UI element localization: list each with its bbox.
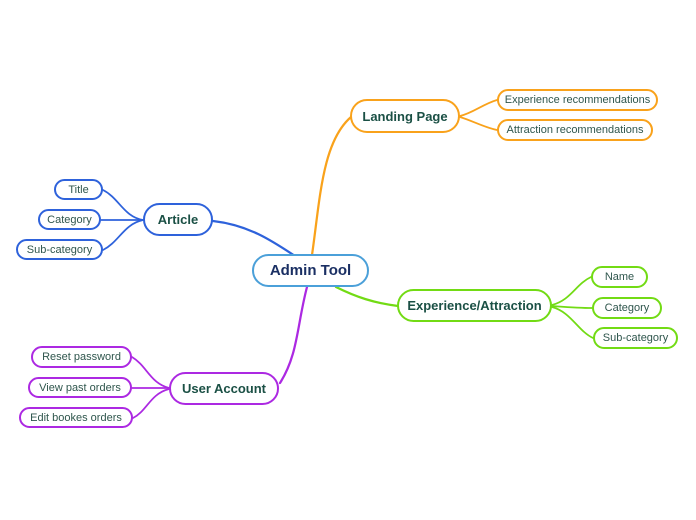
- node-expattr-category[interactable]: Category: [592, 297, 662, 319]
- connector-user-edit-bookes-orders: [132, 388, 170, 419]
- connector-expattr-name: [551, 276, 592, 306]
- connector-user-reset-password: [131, 356, 170, 389]
- node-attraction-recommendations-label: Attraction recommendations: [506, 124, 644, 136]
- node-user-view-past-orders[interactable]: View past orders: [28, 377, 132, 398]
- connector-expattr-sub-category: [551, 306, 594, 339]
- node-landing-page-label: Landing Page: [362, 108, 448, 124]
- node-article-category-label: Category: [47, 213, 92, 226]
- node-admin-tool[interactable]: Admin Tool: [252, 254, 369, 287]
- connector-landing-attraction-recommendations: [459, 116, 498, 131]
- connector-root-article: [211, 219, 297, 258]
- node-user-reset-password[interactable]: Reset password: [31, 346, 132, 368]
- node-article-label: Article: [157, 212, 199, 227]
- node-user-view-past-orders-label: View past orders: [39, 381, 121, 394]
- connector-article-sub-category: [102, 219, 144, 251]
- node-user-reset-password-label: Reset password: [42, 351, 121, 363]
- connector-root-experience-attraction: [334, 285, 400, 308]
- node-article-category[interactable]: Category: [38, 209, 101, 230]
- node-admin-tool-label: Admin Tool: [269, 262, 352, 279]
- node-user-edit-bookes-orders[interactable]: Edit bookes orders: [19, 407, 133, 428]
- node-article-sub-category[interactable]: Sub-category: [16, 239, 103, 260]
- node-article-sub-category-label: Sub-category: [26, 243, 93, 256]
- node-expattr-sub-category[interactable]: Sub-category: [593, 327, 678, 349]
- node-expattr-sub-category-label: Sub-category: [602, 332, 669, 344]
- node-user-account-label: User Account: [181, 381, 267, 396]
- node-expattr-name-label: Name: [604, 271, 635, 283]
- node-attraction-recommendations[interactable]: Attraction recommendations: [497, 119, 653, 141]
- node-landing-page[interactable]: Landing Page: [350, 99, 460, 133]
- node-article[interactable]: Article: [143, 203, 213, 236]
- node-experience-recommendations-label: Experience recommendations: [504, 94, 651, 106]
- node-user-edit-bookes-orders-label: Edit bookes orders: [30, 411, 122, 424]
- connector-expattr-category: [551, 305, 593, 309]
- connector-article-title: [102, 189, 144, 221]
- node-user-account[interactable]: User Account: [169, 372, 279, 405]
- node-expattr-category-label: Category: [604, 302, 650, 314]
- node-article-title[interactable]: Title: [54, 179, 103, 200]
- node-expattr-name[interactable]: Name: [591, 266, 648, 288]
- connector-root-landing-page: [310, 115, 353, 257]
- node-experience-attraction[interactable]: Experience/Attraction: [397, 289, 552, 322]
- node-article-title-label: Title: [68, 183, 89, 196]
- node-experience-recommendations[interactable]: Experience recommendations: [497, 89, 658, 111]
- node-experience-attraction-label: Experience/Attraction: [407, 298, 542, 313]
- connector-root-user-account: [278, 285, 309, 385]
- connector-landing-experience-recommendations: [459, 99, 498, 117]
